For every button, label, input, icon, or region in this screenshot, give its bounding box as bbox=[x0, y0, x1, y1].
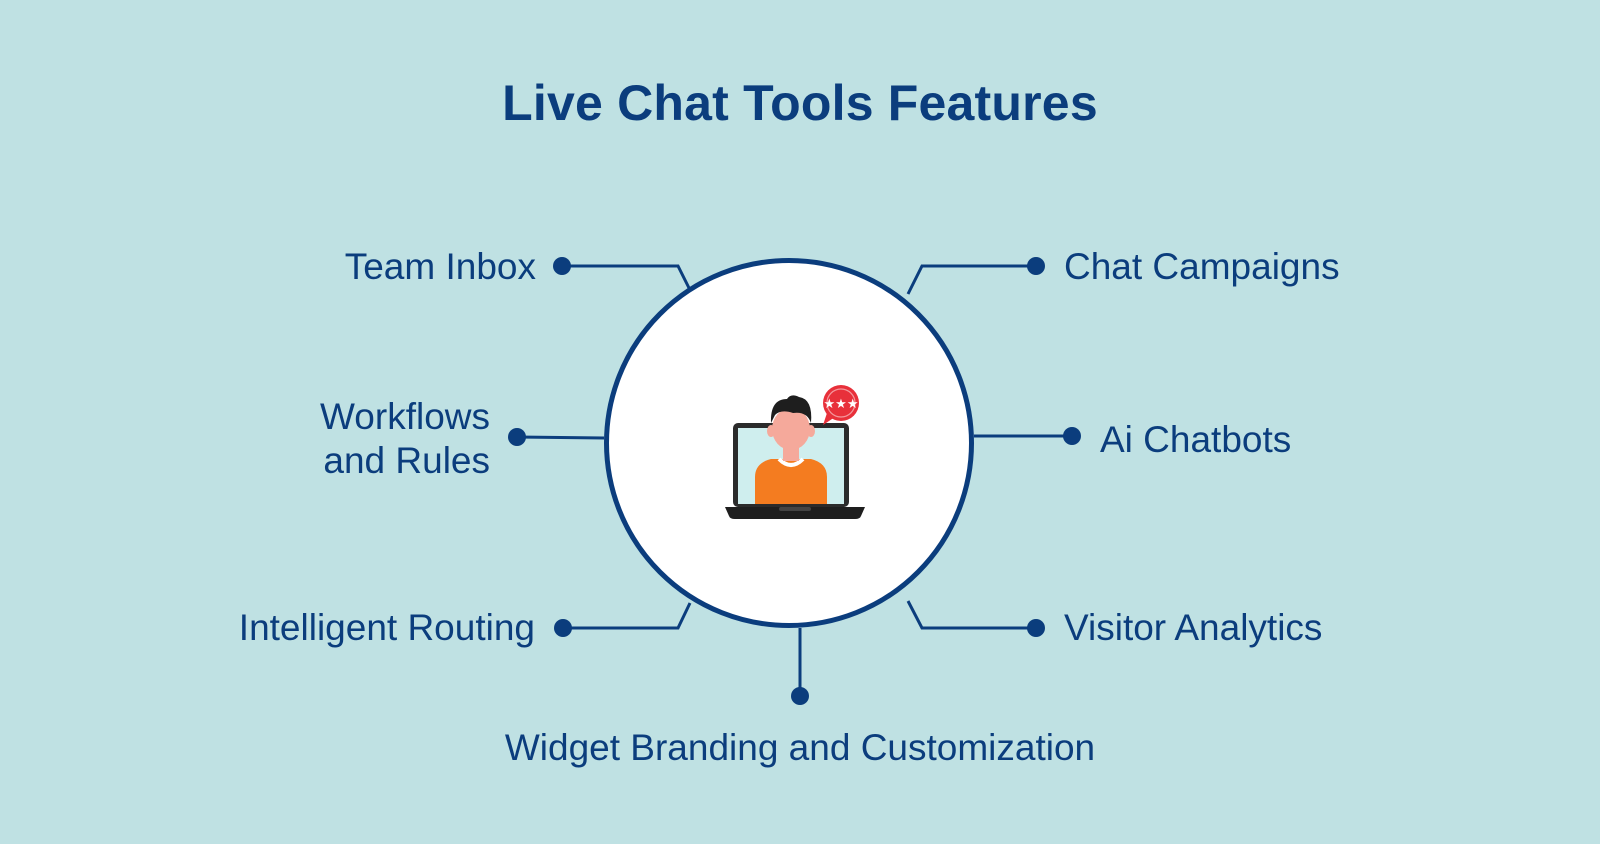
dot-team-inbox bbox=[553, 257, 571, 275]
dot-visitor-analytics bbox=[1027, 619, 1045, 637]
connector-workflows bbox=[516, 435, 605, 440]
feature-visitor-analytics: Visitor Analytics bbox=[1064, 607, 1323, 648]
connector-team-inbox bbox=[562, 264, 692, 291]
feature-ai-chatbots: Ai Chatbots bbox=[1100, 419, 1292, 460]
dot-workflows bbox=[508, 428, 526, 446]
feature-workflows-and-rules: Workflows and Rules bbox=[260, 395, 490, 483]
feature-team-inbox: Team Inbox bbox=[344, 246, 536, 287]
feature-chat-campaigns: Chat Campaigns bbox=[1064, 246, 1340, 287]
connector-chat-campaigns bbox=[906, 264, 1036, 295]
feature-workflows-line1: Workflows bbox=[320, 396, 490, 437]
dot-intelligent-routing bbox=[554, 619, 572, 637]
agent-laptop-chat-icon: ★★★ bbox=[725, 385, 865, 519]
dot-widget-branding bbox=[791, 687, 809, 705]
dot-ai-chatbots bbox=[1063, 427, 1081, 445]
diagram-title: Live Chat Tools Features bbox=[502, 75, 1098, 131]
connector-intelligent-routing bbox=[563, 602, 692, 630]
feature-widget-branding: Widget Branding and Customization bbox=[504, 727, 1096, 768]
connector-visitor-analytics bbox=[906, 600, 1036, 630]
feature-workflows-line2: and Rules bbox=[323, 440, 490, 481]
dot-chat-campaigns bbox=[1027, 257, 1045, 275]
svg-text:★★★: ★★★ bbox=[824, 397, 859, 412]
feature-intelligent-routing: Intelligent Routing bbox=[238, 607, 535, 648]
